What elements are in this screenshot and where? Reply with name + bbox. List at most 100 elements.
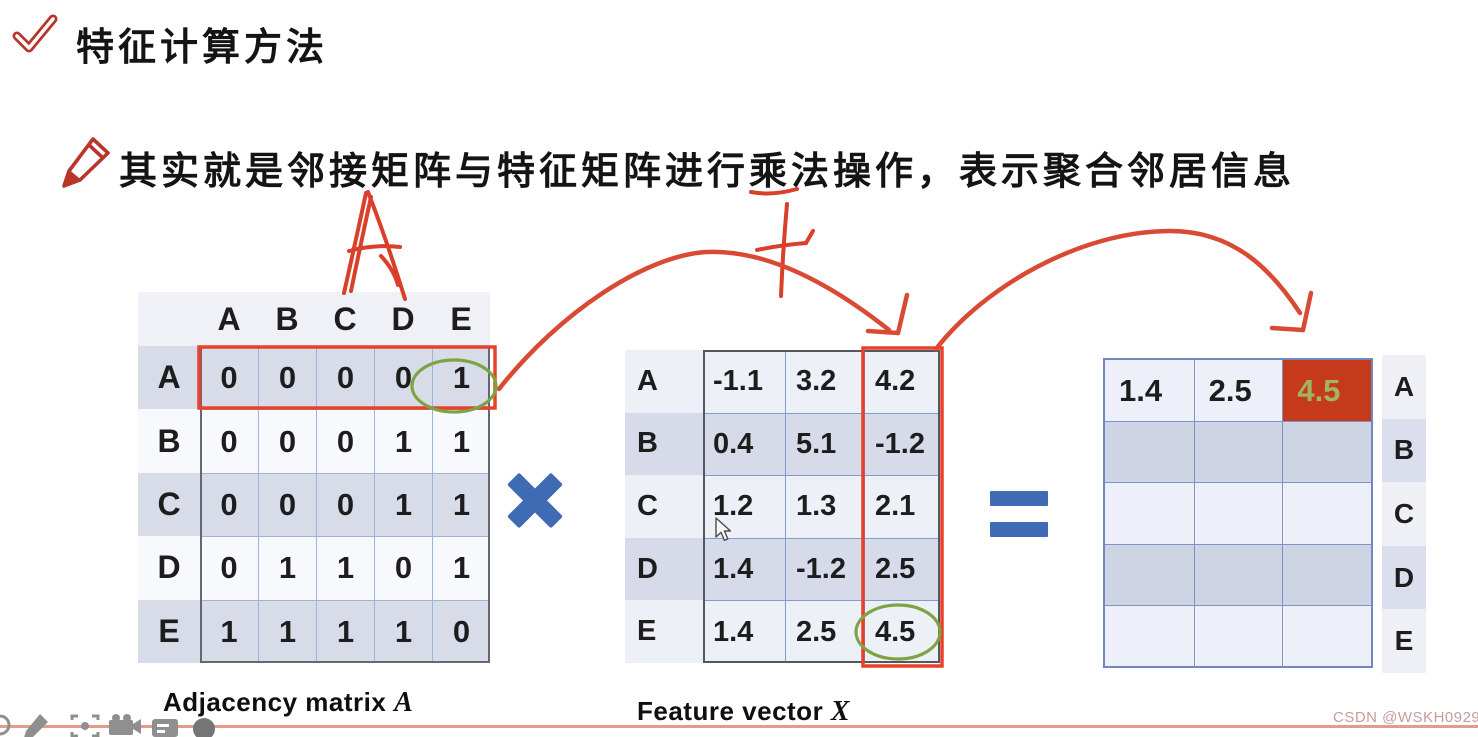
matrix-cell: 3.2 — [785, 350, 864, 413]
row-label: A — [138, 346, 200, 410]
matrix-cell — [1105, 482, 1194, 544]
matrix-cell: 1.3 — [785, 475, 864, 538]
matrix-cell — [1282, 604, 1371, 666]
matrix-cell: 1.4 — [703, 600, 785, 663]
matrix-cell: 1 — [316, 536, 374, 600]
corner-cell — [138, 292, 200, 346]
matrix-cell: 0 — [432, 599, 490, 663]
matrix-cell — [1105, 421, 1194, 483]
matrix-cell: 0 — [200, 409, 258, 473]
row-label: A — [1382, 355, 1426, 419]
row-label: E — [138, 599, 200, 663]
row-label: E — [625, 600, 703, 663]
row-label: B — [625, 412, 703, 476]
matrix-cell: -1.2 — [864, 412, 940, 476]
matrix-cell: 1 — [200, 599, 258, 663]
matrix-cell: 0 — [200, 346, 258, 410]
column-header: A — [200, 292, 258, 346]
multiply-icon — [506, 471, 564, 529]
matrix-cell: 1.4 — [703, 537, 785, 601]
column-header: D — [374, 292, 432, 346]
feature-caption: Feature vector X — [637, 696, 850, 728]
column-header: B — [258, 292, 316, 346]
row-label: D — [1382, 545, 1426, 610]
matrix-cell — [1105, 604, 1194, 666]
page-title: 特征计算方法 — [76, 27, 329, 69]
mouse-cursor-icon — [715, 517, 732, 542]
watermark: CSDN @WSKH0929 — [1333, 709, 1478, 726]
matrix-cell: 0 — [258, 409, 316, 473]
matrix-cell — [1105, 543, 1194, 605]
matrix-cell — [1282, 482, 1371, 544]
matrix-cell: 1 — [258, 599, 316, 663]
matrix-cell: -1.1 — [703, 350, 785, 413]
handwritten-f-annotation — [755, 202, 815, 298]
row-label: C — [625, 475, 703, 538]
matrix-cell: 0 — [316, 346, 374, 410]
matrix-cell: 0 — [258, 472, 316, 537]
matrix-cell — [1193, 543, 1283, 605]
circle-tool-icon[interactable] — [0, 714, 11, 736]
matrix-cell: 4.5 — [864, 600, 940, 663]
matrix-cell: 2.5 — [864, 537, 940, 601]
matrix-cell: 1 — [432, 409, 490, 473]
matrix-cell: 1 — [432, 536, 490, 600]
equals-icon — [990, 491, 1048, 539]
camera-tool-icon[interactable] — [109, 714, 141, 735]
matrix-cell: 0 — [374, 346, 432, 410]
row-label: B — [138, 409, 200, 473]
pencil-icon — [62, 137, 110, 188]
caption-text: Adjacency matrix — [163, 687, 395, 717]
column-header: E — [432, 292, 490, 346]
row-label: B — [1382, 418, 1426, 483]
matrix-cell: 2.5 — [785, 600, 864, 663]
progress-line — [0, 725, 1478, 728]
matrix-cell: 1 — [374, 472, 432, 537]
record-dot-icon[interactable] — [193, 718, 215, 737]
annotation-toolbar — [0, 714, 215, 737]
matrix-cell — [1193, 421, 1283, 483]
matrix-cell: 0 — [316, 472, 374, 537]
matrix-cell: 4.5 — [1282, 360, 1371, 422]
matrix-cell: 0.4 — [703, 412, 785, 476]
arrow-feature-to-result — [933, 228, 1314, 352]
matrix-cell — [1193, 482, 1283, 544]
board-tool-icon[interactable] — [152, 719, 178, 737]
row-label: C — [1382, 482, 1426, 546]
handwritten-a-annotation — [342, 190, 407, 301]
checkmark-icon — [12, 14, 58, 53]
row-label: C — [138, 472, 200, 537]
matrix-cell: 0 — [258, 346, 316, 410]
matrix-cell: 1 — [432, 346, 490, 410]
matrix-cell — [1193, 604, 1283, 666]
matrix-cell: 1 — [432, 472, 490, 537]
matrix-cell: 1 — [374, 599, 432, 663]
matrix-cell: 0 — [374, 536, 432, 600]
matrix-cell: 5.1 — [785, 412, 864, 476]
caption-math-symbol: X — [830, 696, 851, 727]
matrix-cell — [1282, 543, 1371, 605]
matrix-cell: 2.5 — [1193, 360, 1283, 422]
capture-tool-icon[interactable] — [70, 714, 100, 737]
row-label: D — [625, 537, 703, 601]
adjacency-caption: Adjacency matrix A — [163, 687, 413, 719]
matrix-cell: 1 — [258, 536, 316, 600]
caption-math-symbol: A — [394, 687, 414, 718]
matrix-cell: 4.2 — [864, 350, 940, 413]
row-label: E — [1382, 609, 1426, 673]
matrix-cell: 0 — [200, 536, 258, 600]
matrix-cell: 0 — [200, 472, 258, 537]
matrix-cell: 1 — [374, 409, 432, 473]
row-label: A — [625, 350, 703, 413]
column-header: C — [316, 292, 374, 346]
bullet-text: 其实就是邻接矩阵与特征矩阵进行乘法操作，表示聚合邻居信息 — [119, 151, 1296, 193]
matrix-cell: 1 — [316, 599, 374, 663]
matrix-cell: 2.1 — [864, 475, 940, 538]
row-label: D — [138, 536, 200, 600]
pencil-tool-icon[interactable] — [23, 714, 48, 737]
